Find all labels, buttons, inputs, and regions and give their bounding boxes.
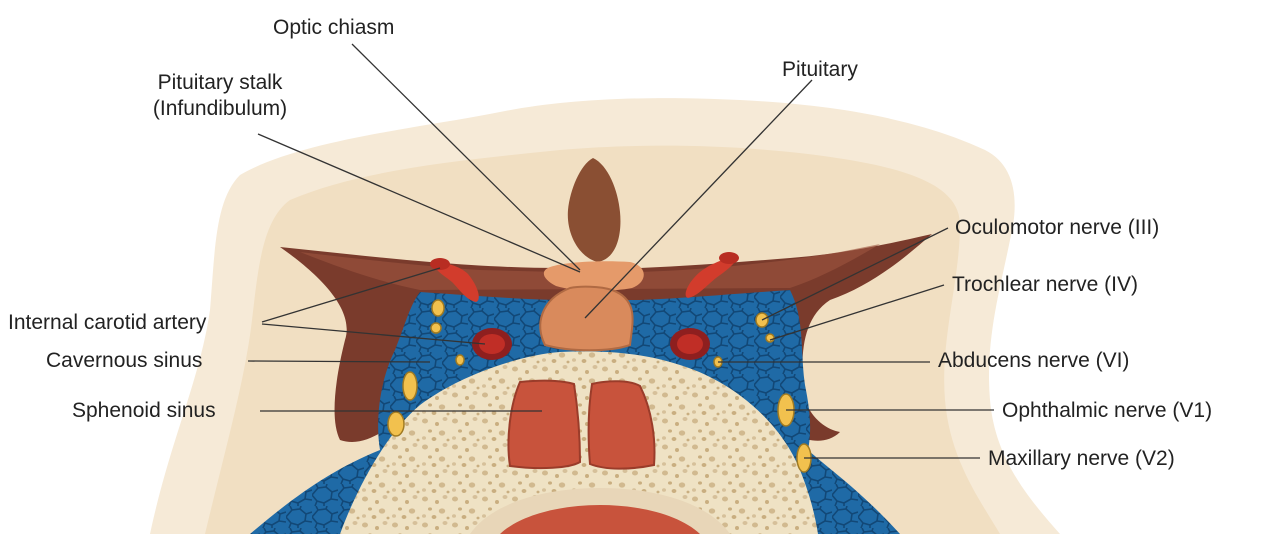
label-optic-chiasm: Optic chiasm xyxy=(273,15,394,41)
label-maxillary: Maxillary nerve (V2) xyxy=(988,446,1175,472)
label-trochlear: Trochlear nerve (IV) xyxy=(952,272,1138,298)
label-pituitary-stalk: Pituitary stalk (Infundibulum) xyxy=(135,70,305,122)
label-pituitary-stalk-line2: (Infundibulum) xyxy=(135,96,305,122)
label-abducens: Abducens nerve (VI) xyxy=(938,348,1129,374)
label-pituitary-stalk-line1: Pituitary stalk xyxy=(135,70,305,96)
label-pituitary: Pituitary xyxy=(782,57,858,83)
label-cavernous-sinus: Cavernous sinus xyxy=(46,348,202,374)
label-oculomotor: Oculomotor nerve (III) xyxy=(955,215,1159,241)
label-ophthalmic: Ophthalmic nerve (V1) xyxy=(1002,398,1212,424)
label-sphenoid-sinus: Sphenoid sinus xyxy=(72,398,216,424)
label-internal-carotid: Internal carotid artery xyxy=(8,310,206,336)
